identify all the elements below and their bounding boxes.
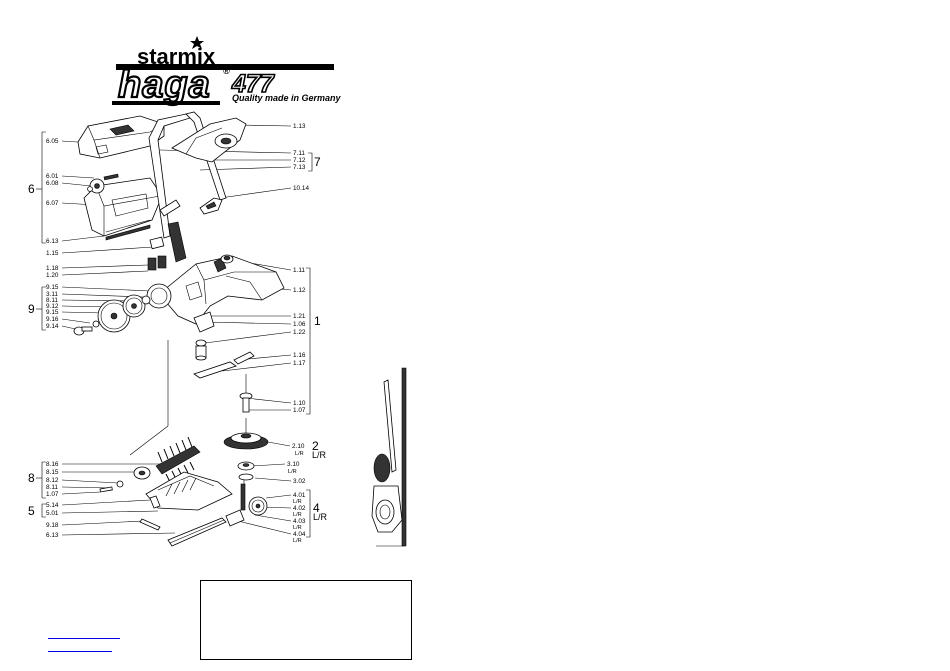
part-label: 7.13 xyxy=(293,164,306,171)
part-label: 4.04 xyxy=(293,531,306,538)
group-1-label: 1 xyxy=(314,314,321,328)
group-7-label: 7 xyxy=(314,155,321,169)
part-label: 10.14 xyxy=(293,185,309,192)
part-label: 4.02 xyxy=(293,505,306,512)
bearing-parts xyxy=(237,461,255,481)
part-label: 9.15 xyxy=(46,309,59,316)
part-label: 9.16 xyxy=(46,316,59,323)
part-label: 1.11 xyxy=(293,267,305,274)
part-label: 1.07 xyxy=(293,407,306,414)
spindle xyxy=(239,392,253,413)
brush-housing xyxy=(145,471,233,511)
drive-wheel xyxy=(73,283,172,336)
part-label: 6.08 xyxy=(46,180,59,187)
part-label: 4.03 xyxy=(293,518,306,525)
rod-part xyxy=(139,518,161,531)
group-5-label: 5 xyxy=(28,504,35,518)
logo-number: 477 xyxy=(231,70,275,98)
part-label: 6.01 xyxy=(46,173,59,180)
bristle-strip xyxy=(167,517,227,547)
part-label: 3.02 xyxy=(293,478,306,485)
part-label: 1.21 xyxy=(293,313,306,320)
part-label: 8.12 xyxy=(46,477,59,484)
group-6-label: 6 xyxy=(28,182,35,196)
handle-top xyxy=(171,117,247,163)
part-label: 3.11 xyxy=(46,291,58,298)
dust-container-lid xyxy=(77,115,165,159)
part-label: 8.11 xyxy=(46,297,58,304)
logo-reg: ® xyxy=(223,66,230,76)
part-label: 3.10 xyxy=(287,461,300,468)
brand-logo: starmix haga ® 477 Quality made in Germa… xyxy=(112,36,342,107)
part-label: 6.13 xyxy=(46,532,59,539)
side-view-sweeper xyxy=(371,367,407,547)
part-label: 1.18 xyxy=(46,265,59,272)
part-label: 1.07 xyxy=(46,491,59,498)
side-brush xyxy=(223,432,269,450)
group-9-label: 9 xyxy=(28,302,35,316)
part-label: 6.13 xyxy=(46,238,59,245)
part-label: 6.05 xyxy=(46,138,59,145)
main-chassis xyxy=(163,255,285,333)
part-label: 1.20 xyxy=(46,272,59,279)
dust-container xyxy=(83,177,163,241)
bristle-blocks xyxy=(147,255,167,271)
main-brush-roller xyxy=(99,436,201,493)
group-2-label: 2 xyxy=(312,439,319,453)
part-label: 2.10 xyxy=(292,443,305,450)
part-label: L/R xyxy=(293,538,302,544)
part-label: 1.15 xyxy=(46,250,59,257)
part-label: L/R xyxy=(288,469,297,475)
levers xyxy=(193,351,255,379)
part-label: 9.15 xyxy=(46,284,59,291)
part-label: 1.22 xyxy=(293,329,306,336)
group-brackets xyxy=(36,131,313,538)
link-2[interactable] xyxy=(48,651,112,652)
part-label: 1.06 xyxy=(293,321,306,328)
part-label: 5.01 xyxy=(46,510,59,517)
clip-part xyxy=(199,197,223,215)
gear-drive xyxy=(225,483,268,527)
part-label: L/R xyxy=(293,512,302,518)
axle-parts xyxy=(195,339,207,361)
logo-model: haga xyxy=(118,64,211,106)
part-label: 1.17 xyxy=(293,360,306,367)
container-wheel xyxy=(87,173,119,194)
notes-box xyxy=(200,580,412,660)
group-8-label: 8 xyxy=(28,471,35,485)
part-label: L/R xyxy=(295,451,304,457)
group-4-label: 4 xyxy=(313,501,320,515)
part-label: 8.15 xyxy=(46,469,59,476)
part-label: 8.16 xyxy=(46,461,59,468)
logo-star-icon xyxy=(190,36,204,49)
part-label: 7.12 xyxy=(293,157,306,164)
small-block xyxy=(149,236,165,250)
logo-tagline: Quality made in Germany xyxy=(232,93,342,103)
part-label: 8.11 xyxy=(46,484,58,491)
part-label: 9.18 xyxy=(46,522,59,529)
part-label: 1.10 xyxy=(293,400,306,407)
part-label: 1.16 xyxy=(293,352,306,359)
part-labels: 6.05 6.01 6.08 6.07 6.13 1.15 1.18 1.20 … xyxy=(46,123,309,544)
part-label: 6.07 xyxy=(46,200,59,207)
part-label: L/R xyxy=(293,525,302,531)
part-label: 7.11 xyxy=(293,150,305,157)
link-1[interactable] xyxy=(48,638,120,639)
group-2-suffix: L/R xyxy=(312,450,327,460)
part-label: 9.12 xyxy=(46,303,59,310)
part-label: 1.12 xyxy=(293,287,306,294)
part-label: 1.13 xyxy=(293,123,306,130)
cap-part xyxy=(220,254,234,264)
group-4-suffix: L/R xyxy=(313,512,328,522)
part-label: L/R xyxy=(293,499,302,505)
part-label: 9.14 xyxy=(46,323,59,330)
part-label: 4.01 xyxy=(293,492,306,499)
part-label: 5.14 xyxy=(46,502,59,509)
